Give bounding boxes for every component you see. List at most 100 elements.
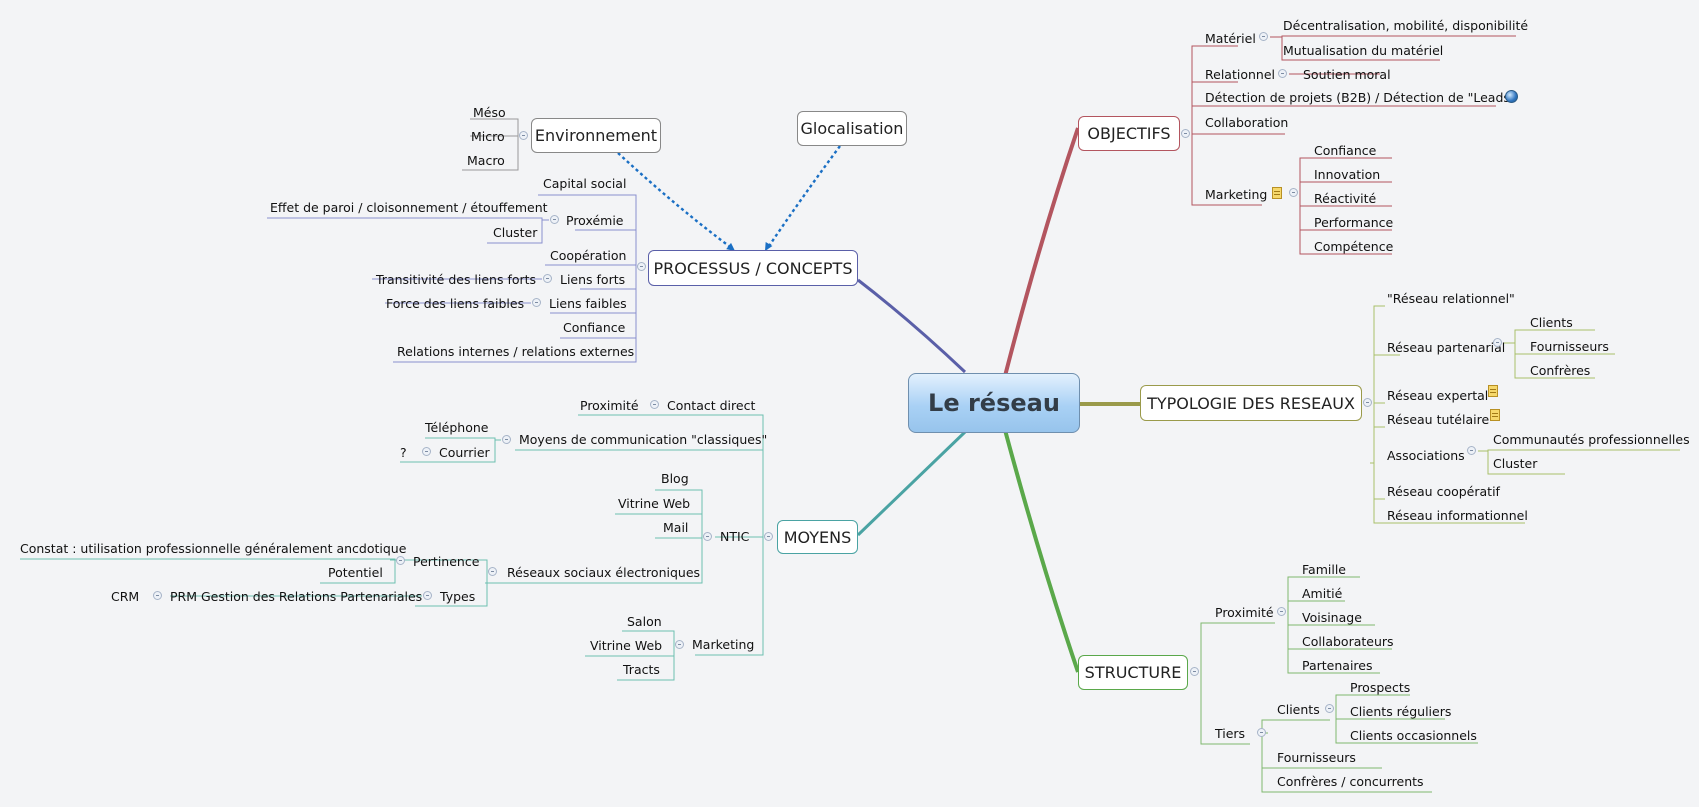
node-structure-proximite[interactable]: Proximité [1215, 605, 1274, 620]
node-detection[interactable]: Détection de projets (B2B) / Détection d… [1205, 90, 1516, 105]
node-clients[interactable]: Clients [1277, 702, 1320, 717]
clients-toggle-icon[interactable] [1325, 704, 1334, 713]
topic-environnement[interactable]: Environnement [531, 118, 661, 153]
node-telephone[interactable]: Téléphone [425, 420, 489, 435]
node-types[interactable]: Types [440, 589, 476, 604]
node-classiques[interactable]: Moyens de communication "classiques" [519, 432, 768, 447]
topic-structure[interactable]: STRUCTURE [1078, 655, 1188, 690]
node-confreres[interactable]: Confrères / concurrents [1277, 774, 1424, 789]
node-associations[interactable]: Associations [1387, 448, 1465, 463]
node-partenarial-1[interactable]: Fournisseurs [1530, 339, 1609, 354]
node-tiers[interactable]: Tiers [1215, 726, 1246, 741]
ntic-toggle-icon[interactable] [703, 532, 712, 541]
tiers-toggle-icon[interactable] [1257, 728, 1266, 737]
node-assoc-cluster[interactable]: Cluster [1493, 456, 1538, 471]
moyens-toggle-icon[interactable] [764, 532, 773, 541]
node-clients-1[interactable]: Clients réguliers [1350, 704, 1452, 719]
topic-moyens[interactable]: MOYENS [777, 520, 858, 554]
node-proxemie[interactable]: Proxémie [566, 213, 624, 228]
node-question[interactable]: ? [400, 445, 407, 460]
node-force-liens[interactable]: Force des liens faibles [386, 296, 525, 311]
node-processus-cluster[interactable]: Cluster [493, 225, 538, 240]
node-marketing-3[interactable]: Performance [1314, 215, 1394, 230]
node-partenarial-2[interactable]: Confrères [1530, 363, 1591, 378]
node-constat[interactable]: Constat : utilisation professionnelle gé… [20, 541, 407, 556]
node-materiel[interactable]: Matériel [1205, 31, 1256, 46]
liens-forts-toggle-icon[interactable] [543, 274, 552, 283]
contact-toggle-icon[interactable] [650, 400, 659, 409]
associations-toggle-icon[interactable] [1467, 446, 1476, 455]
node-clients-2[interactable]: Clients occasionnels [1350, 728, 1477, 743]
node-decentralisation[interactable]: Décentralisation, mobilité, disponibilit… [1283, 18, 1529, 33]
node-crm[interactable]: CRM [111, 589, 140, 604]
typologie-toggle-icon[interactable] [1363, 398, 1372, 407]
node-relationnel[interactable]: Relationnel [1205, 67, 1275, 82]
node-ntic-mail[interactable]: Mail [663, 520, 689, 535]
node-liens-forts[interactable]: Liens forts [560, 272, 626, 287]
types-toggle-icon[interactable] [423, 591, 432, 600]
node-clients-0[interactable]: Prospects [1350, 680, 1411, 695]
environnement-toggle-icon[interactable] [519, 131, 528, 140]
reseaux-toggle-icon[interactable] [488, 567, 497, 576]
relationnel-toggle-icon[interactable] [1278, 69, 1287, 78]
node-micro[interactable]: Micro [471, 129, 505, 144]
partenarial-toggle-icon[interactable] [1493, 338, 1502, 347]
node-communautes[interactable]: Communautés professionnelles [1493, 432, 1690, 447]
proxemie-toggle-icon[interactable] [550, 215, 559, 224]
node-liens-faibles[interactable]: Liens faibles [549, 296, 627, 311]
classiques-toggle-icon[interactable] [502, 435, 511, 444]
node-ntic-blog[interactable]: Blog [661, 471, 689, 486]
node-pertinence[interactable]: Pertinence [413, 554, 480, 569]
pertinence-toggle-icon[interactable] [396, 556, 405, 565]
node-transitivite[interactable]: Transitivité des liens forts [376, 272, 537, 287]
node-reseaux-sociaux[interactable]: Réseaux sociaux électroniques [507, 565, 701, 580]
node-mutualisation[interactable]: Mutualisation du matériel [1283, 43, 1444, 58]
node-soutien-moral[interactable]: Soutien moral [1303, 67, 1391, 82]
courrier-toggle-icon[interactable] [422, 447, 431, 456]
node-relations[interactable]: Relations internes / relations externes [397, 344, 635, 359]
node-moyens-marketing-2[interactable]: Tracts [623, 662, 660, 677]
prm-toggle-icon[interactable] [153, 591, 162, 600]
proximite-toggle-icon[interactable] [1277, 607, 1286, 616]
node-moyens-marketing-0[interactable]: Salon [627, 614, 662, 629]
node-fournisseurs[interactable]: Fournisseurs [1277, 750, 1356, 765]
topic-objectifs[interactable]: OBJECTIFS [1078, 116, 1180, 151]
node-ntic-vitrine[interactable]: Vitrine Web [618, 496, 691, 511]
node-courrier[interactable]: Courrier [439, 445, 490, 460]
node-marketing-4[interactable]: Compétence [1314, 239, 1394, 254]
node-reseau-partenarial[interactable]: Réseau partenarial [1387, 340, 1506, 355]
node-proximite-0[interactable]: Famille [1302, 562, 1346, 577]
materiel-toggle-icon[interactable] [1259, 32, 1268, 41]
node-cooperation[interactable]: Coopération [550, 248, 627, 263]
node-moyens-proximite[interactable]: Proximité [580, 398, 639, 413]
node-moyens-marketing-1[interactable]: Vitrine Web [590, 638, 663, 653]
marketing-toggle-icon[interactable] [1289, 188, 1298, 197]
structure-toggle-icon[interactable] [1190, 667, 1199, 676]
topic-typologie[interactable]: TYPOLOGIE DES RESEAUX [1140, 385, 1362, 421]
node-reseau-expertal[interactable]: Réseau expertal [1387, 388, 1489, 403]
liens-faibles-toggle-icon[interactable] [532, 298, 541, 307]
node-reseau-tutelaire[interactable]: Réseau tutélaire [1387, 412, 1490, 427]
node-macro[interactable]: Macro [467, 153, 505, 168]
node-capital-social[interactable]: Capital social [543, 176, 627, 191]
node-prm[interactable]: PRM Gestion des Relations Partenariales [170, 589, 423, 604]
node-marketing-0[interactable]: Confiance [1314, 143, 1377, 158]
node-meso[interactable]: Méso [473, 105, 506, 120]
node-proximite-4[interactable]: Partenaires [1302, 658, 1373, 673]
moyens-marketing-toggle-icon[interactable] [675, 640, 684, 649]
node-processus-confiance[interactable]: Confiance [563, 320, 626, 335]
topic-processus[interactable]: PROCESSUS / CONCEPTS [648, 250, 858, 286]
node-moyens-marketing[interactable]: Marketing [692, 637, 755, 652]
central-topic[interactable]: Le réseau [908, 373, 1080, 433]
objectifs-toggle-icon[interactable] [1181, 129, 1190, 138]
node-reseau-relationnel[interactable]: "Réseau relationnel" [1387, 291, 1515, 306]
processus-toggle-icon[interactable] [637, 262, 646, 271]
node-collaboration[interactable]: Collaboration [1205, 115, 1289, 130]
node-proximite-3[interactable]: Collaborateurs [1302, 634, 1394, 649]
node-effet-paroi[interactable]: Effet de paroi / cloisonnement / étouffe… [270, 200, 548, 215]
node-ntic[interactable]: NTIC [720, 529, 750, 544]
node-marketing-2[interactable]: Réactivité [1314, 191, 1377, 206]
node-proximite-1[interactable]: Amitié [1302, 586, 1343, 601]
topic-glocalisation[interactable]: Glocalisation [797, 111, 907, 146]
node-reseau-informationnel[interactable]: Réseau informationnel [1387, 508, 1528, 523]
